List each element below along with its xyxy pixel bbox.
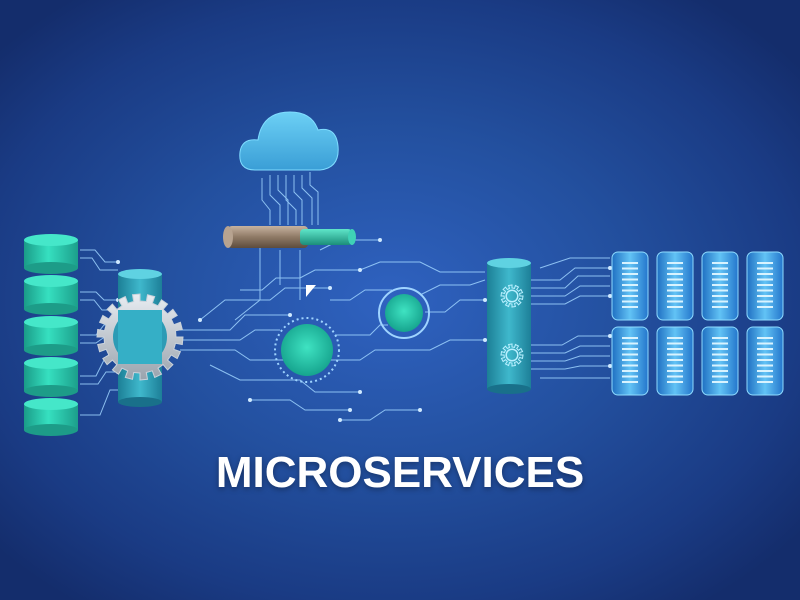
server-icon — [701, 251, 739, 321]
database-icon — [24, 234, 78, 274]
gear-icon — [500, 284, 524, 308]
database-icon — [24, 316, 78, 356]
database-icon — [24, 357, 78, 397]
server-icon — [701, 326, 739, 396]
server-icon — [656, 326, 694, 396]
database-stack — [24, 234, 78, 436]
server-icon — [656, 251, 694, 321]
server-icon — [611, 251, 649, 321]
page-title: MICROSERVICES — [215, 448, 585, 497]
central-node — [274, 317, 340, 383]
cloud-icon — [239, 111, 339, 171]
database-icon — [24, 398, 78, 436]
gear-icon — [96, 293, 184, 381]
server-icon — [746, 251, 784, 321]
service-cylinder — [487, 258, 531, 394]
server-icon — [611, 326, 649, 396]
database-icon — [24, 275, 78, 315]
circuit-traces — [80, 172, 610, 421]
server-icon — [746, 326, 784, 396]
play-marker-icon — [306, 285, 316, 297]
gear-icon — [500, 343, 524, 367]
secondary-node — [378, 287, 430, 339]
cable-connector — [223, 226, 356, 248]
server-grid — [611, 251, 784, 396]
